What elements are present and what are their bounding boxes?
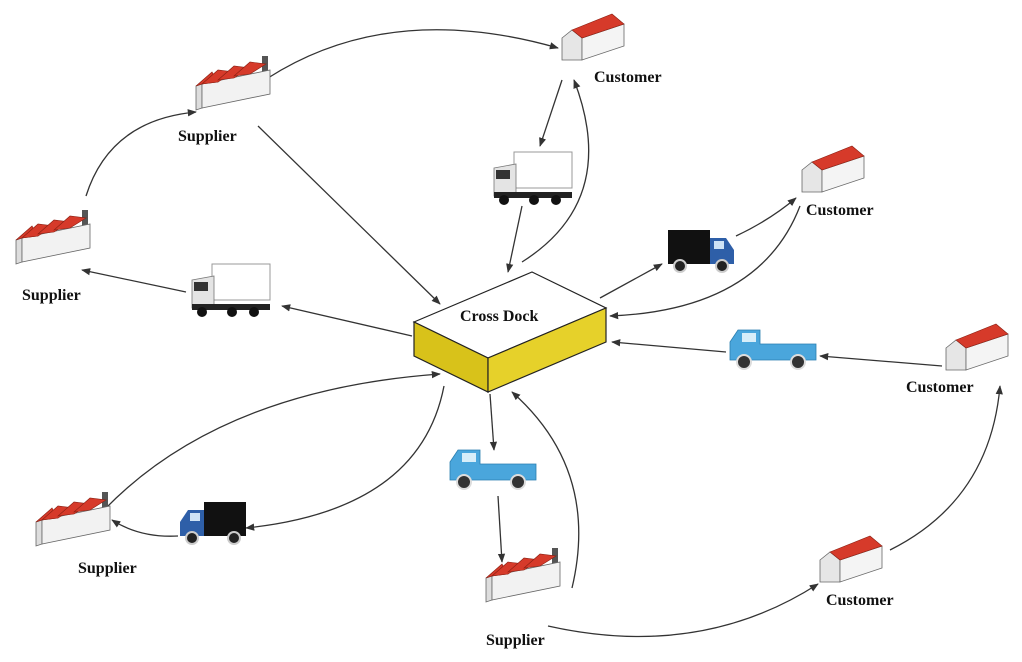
customer-ne: Customer xyxy=(801,145,874,219)
house-icon xyxy=(561,13,625,61)
edge-customer-ne-to-hub xyxy=(609,205,801,320)
house-icon xyxy=(819,535,883,583)
customer-label: Customer xyxy=(806,202,874,219)
edge-pickup-e-to-hub xyxy=(611,339,727,353)
edge-boxtruck-sw-to-supplier-sw xyxy=(111,519,179,537)
customer-label: Customer xyxy=(906,379,974,396)
pickup-truck-icon xyxy=(449,449,537,490)
edge-customer-e-to-pickup xyxy=(819,353,943,367)
semi-truck-icon xyxy=(493,151,573,206)
box-truck-icon xyxy=(667,229,735,273)
supplier-label: Supplier xyxy=(78,560,137,577)
supplier-nw: Supplier xyxy=(178,55,271,145)
edge-pickup-s-to-supplier-s xyxy=(497,495,506,563)
customer-label: Customer xyxy=(826,592,894,609)
factory-icon xyxy=(195,55,271,111)
box-truck-icon xyxy=(179,501,247,545)
semi-truck-icon xyxy=(191,263,271,318)
edge-supplier-nw-to-customer-n xyxy=(267,29,559,79)
edge-supplier-s-to-customer-se xyxy=(547,583,819,638)
factory-icon xyxy=(15,209,91,265)
edge-hub-to-pickup-s xyxy=(489,393,498,451)
factory-icon xyxy=(485,547,561,603)
edge-supplier-s-to-hub xyxy=(511,391,580,589)
edge-customer-se-to-customer-e xyxy=(889,385,1003,551)
edge-hub-to-customer-n xyxy=(521,79,590,263)
factory-icon xyxy=(35,491,111,547)
edge-truck-to-hub xyxy=(506,205,523,273)
edge-hub-to-boxtruck-ne xyxy=(599,263,663,299)
edge-supplier-nw-to-hub xyxy=(257,125,441,305)
edge-supplier-sw-to-hub xyxy=(103,370,441,511)
customer-label: Customer xyxy=(594,69,662,86)
customer-n: Customer xyxy=(561,13,662,86)
house-icon xyxy=(945,323,1009,371)
cross-dock-hub: Cross Dock xyxy=(412,271,608,393)
supplier-label: Supplier xyxy=(178,128,237,145)
customer-se: Customer xyxy=(819,535,894,609)
edges xyxy=(81,29,1003,638)
edge-boxtruck-to-customer-ne xyxy=(735,197,797,237)
supplier-sw: Supplier xyxy=(35,491,137,577)
supplier-w: Supplier xyxy=(15,209,91,304)
supplier-s: Supplier xyxy=(485,547,561,649)
pickup-truck-icon xyxy=(729,329,817,370)
edge-hub-to-boxtruck-sw xyxy=(245,385,445,531)
customer-e: Customer xyxy=(906,323,1009,396)
edge-semi-w-to-supplier-w xyxy=(81,268,187,293)
edge-customer-n-to-truck xyxy=(539,79,563,147)
edge-supplier-w-to-supplier-nw xyxy=(85,109,197,197)
edge-hub-to-semi-w xyxy=(281,304,413,337)
house-icon xyxy=(801,145,865,193)
cross-dock-label: Cross Dock xyxy=(460,308,538,325)
supplier-label: Supplier xyxy=(486,632,545,649)
supplier-label: Supplier xyxy=(22,287,81,304)
